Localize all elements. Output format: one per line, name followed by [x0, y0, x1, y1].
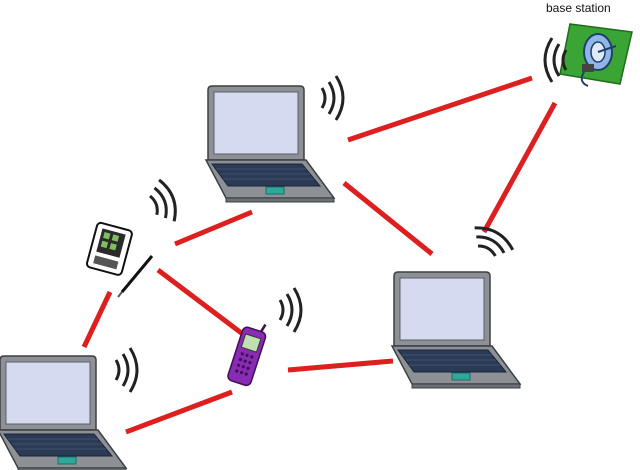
link-pda-laptop-left	[81, 290, 113, 349]
wireless-signal-icon	[278, 286, 303, 334]
link-laptop-top-laptop-right	[342, 181, 434, 256]
wireless-signal-icon	[144, 176, 183, 228]
link-mobile-phone-laptop-right	[287, 358, 394, 373]
laptop-right	[391, 271, 521, 389]
link-pda-laptop-top	[174, 209, 253, 247]
wireless-signal-icon	[466, 220, 518, 264]
base-station	[559, 23, 633, 87]
link-laptop-right-base-station	[481, 101, 558, 234]
stylus	[117, 255, 154, 298]
mobile-phone	[227, 323, 267, 387]
wireless-signal-icon	[543, 36, 568, 84]
laptop-top	[205, 85, 335, 203]
pda-device	[85, 221, 133, 276]
link-pda-mobile-phone	[156, 268, 246, 337]
link-laptop-top-base-station	[347, 75, 533, 143]
base-station-label: base station	[546, 1, 611, 15]
wireless-signal-icon	[114, 346, 139, 394]
wireless-signal-icon	[320, 74, 345, 122]
link-layer	[81, 75, 558, 435]
laptop-left	[0, 355, 127, 470]
link-laptop-left-mobile-phone	[125, 389, 233, 435]
